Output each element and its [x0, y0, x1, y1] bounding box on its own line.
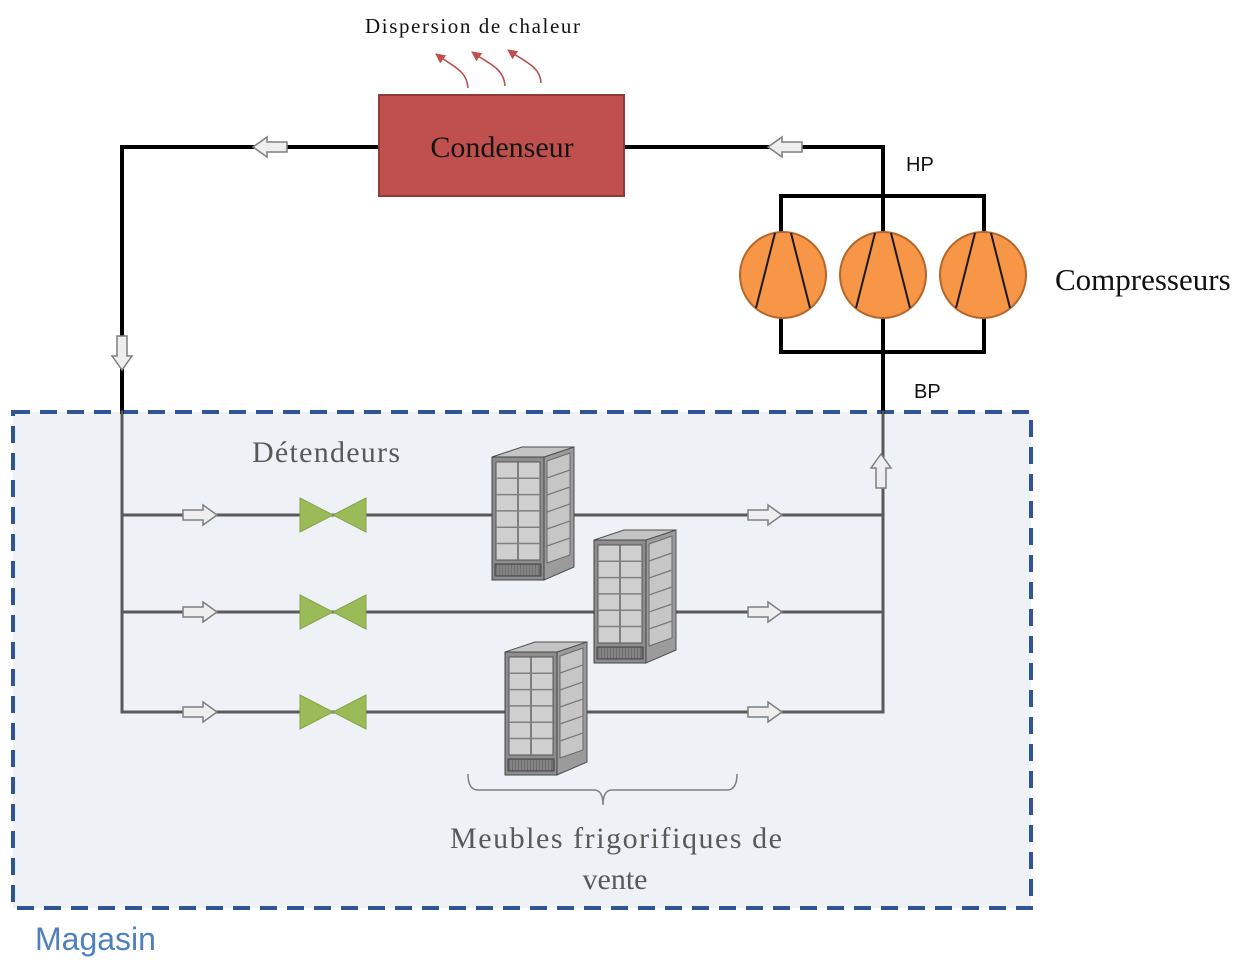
fridge-side-shelf	[546, 469, 571, 479]
compressor-icon	[939, 231, 1027, 319]
fridge-side-shelf	[648, 620, 673, 630]
display-fridge-1	[491, 446, 575, 581]
flow-arrow-icon	[182, 700, 219, 724]
heat-arrows	[435, 49, 542, 89]
compressors-label: Compresseurs	[1055, 262, 1231, 297]
compressor-3	[939, 231, 1027, 319]
discharge-line	[622, 145, 885, 198]
compressor-symbol-line	[890, 232, 911, 309]
compressor-icon	[839, 231, 927, 319]
flow-arrow-icon	[869, 452, 893, 489]
display-fridge-3	[504, 641, 588, 776]
flow-arrow-icon	[251, 135, 288, 159]
expansion-valve-icon	[299, 594, 335, 630]
condenser-label: Condenseur	[430, 131, 573, 164]
display-fridge-icon	[504, 641, 588, 776]
high-pressure-piping	[120, 145, 986, 414]
compressor-icon	[739, 231, 827, 319]
flow-arrow-icon	[747, 503, 784, 527]
fridge-side-shelf	[648, 603, 673, 613]
flow-arrow-icon	[766, 135, 803, 159]
condenser-icon	[378, 94, 625, 197]
brace-icon	[467, 773, 738, 806]
expansion-valve-icon	[331, 497, 367, 533]
display-cases-label-line-1: Meubles frigorifiques de	[450, 822, 782, 855]
expansion-valve-2	[299, 594, 367, 630]
expansion-valve-icon	[299, 694, 335, 730]
liquid-line-outside	[120, 145, 381, 414]
flow-arrow-icon	[110, 335, 134, 372]
expansion-valve-icon	[299, 497, 335, 533]
compressor-symbol-line	[955, 232, 976, 309]
display-fridge-icon	[593, 529, 677, 664]
compressor-1	[739, 231, 827, 319]
compressor-symbol-line	[790, 232, 811, 309]
fridge-side-shelf	[559, 698, 584, 708]
fridge-side-shelf	[546, 503, 571, 513]
expansion-valve-icon	[331, 694, 367, 730]
expansion-valves-label: Détendeurs	[252, 436, 400, 469]
compressor-symbol-line	[855, 232, 876, 309]
flow-arrows	[110, 135, 893, 724]
flow-arrow-icon	[182, 600, 219, 624]
fridge-side-shelf	[559, 664, 584, 674]
fridge-side-shelf	[648, 552, 673, 562]
expansion-valve-1	[299, 497, 367, 533]
display-fridge-2	[593, 529, 677, 664]
flow-arrow-icon	[747, 600, 784, 624]
fridge-side-shelf	[546, 520, 571, 530]
heat-arrow-icon	[507, 49, 542, 84]
store-label: Magasin	[35, 921, 156, 957]
expansion-valve-icon	[331, 594, 367, 630]
fridge-side-shelf	[559, 732, 584, 742]
heat-arrow-icon	[471, 51, 506, 87]
condenser: Condenseur	[378, 94, 625, 197]
high-pressure-label: HP	[906, 154, 934, 176]
fridge-side-shelf	[559, 715, 584, 725]
fridge-side-shelf	[648, 569, 673, 579]
expansion-valve-3	[299, 694, 367, 730]
fridge-side-shelf	[559, 681, 584, 691]
heat-arrow-icon	[435, 53, 469, 89]
display-cases-label-line-2: vente	[583, 863, 648, 896]
fridge-side-shelf	[546, 537, 571, 547]
heat-dispersion-label: Dispersion de chaleur	[365, 14, 580, 38]
fridge-side-shelf	[546, 486, 571, 496]
compressor-symbol-line	[990, 232, 1011, 309]
compressor-2	[839, 231, 927, 319]
display-fridge-icon	[491, 446, 575, 581]
flow-arrow-icon	[182, 503, 219, 527]
fridge-side-shelf	[648, 586, 673, 596]
flow-arrow-icon	[747, 700, 784, 724]
compressor-symbol-line	[755, 232, 776, 309]
low-pressure-label: BP	[914, 381, 941, 403]
